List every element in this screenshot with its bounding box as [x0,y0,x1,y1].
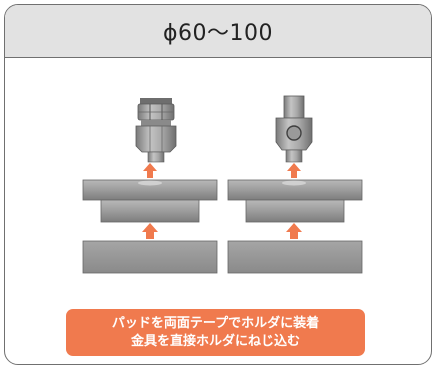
pad-right-icon [227,240,363,274]
arrow-up-icon-right-bottom [286,223,302,239]
block-fitting-icon [275,95,313,163]
caption-line-2: 金具を直接ホルダにねじ込む [130,333,300,349]
arrow-up-icon-right-top [287,163,301,178]
size-header: ϕ60〜100 [5,5,431,58]
arrow-up-icon-left-bottom [142,223,158,239]
arrow-up-icon-left-top [143,163,157,178]
holder-left-icon [82,179,218,223]
hex-fitting-icon [135,98,177,163]
holder-right-icon [227,179,363,223]
mounting-caption: パッドを両面テープでホルダに装着 金具を直接ホルダにねじ込む [66,309,365,356]
size-title: ϕ60〜100 [163,21,273,46]
caption-line-1: パッドを両面テープでホルダに装着 [111,315,320,331]
pad-left-icon [82,240,218,274]
